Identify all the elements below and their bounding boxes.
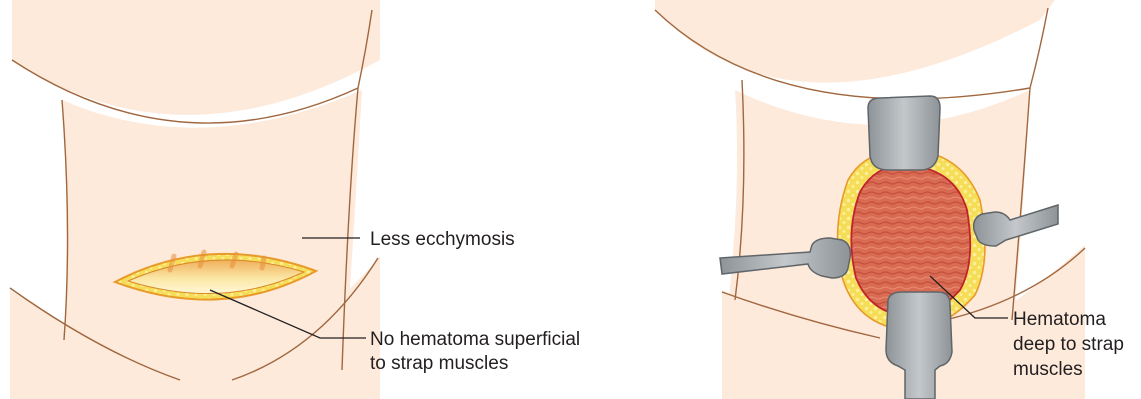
- left-panel-superficial-view: Less ecchymosis No hematoma superficial …: [10, 0, 580, 399]
- hematoma-label-line2: deep to strap: [1013, 334, 1124, 355]
- hematoma-label-line1: Hematoma: [1013, 309, 1106, 330]
- right-chin: [655, 0, 1055, 83]
- hematoma-label-line3: muscles: [1013, 359, 1083, 380]
- no-hematoma-label-line2: to strap muscles: [370, 353, 508, 374]
- less-ecchymosis-label: Less ecchymosis: [370, 229, 515, 250]
- left-chin: [12, 0, 380, 115]
- right-panel-deep-view: Hematoma deep to strap muscles: [655, 0, 1124, 399]
- no-hematoma-label-line1: No hematoma superficial: [370, 329, 580, 350]
- retractor-top: [868, 96, 940, 170]
